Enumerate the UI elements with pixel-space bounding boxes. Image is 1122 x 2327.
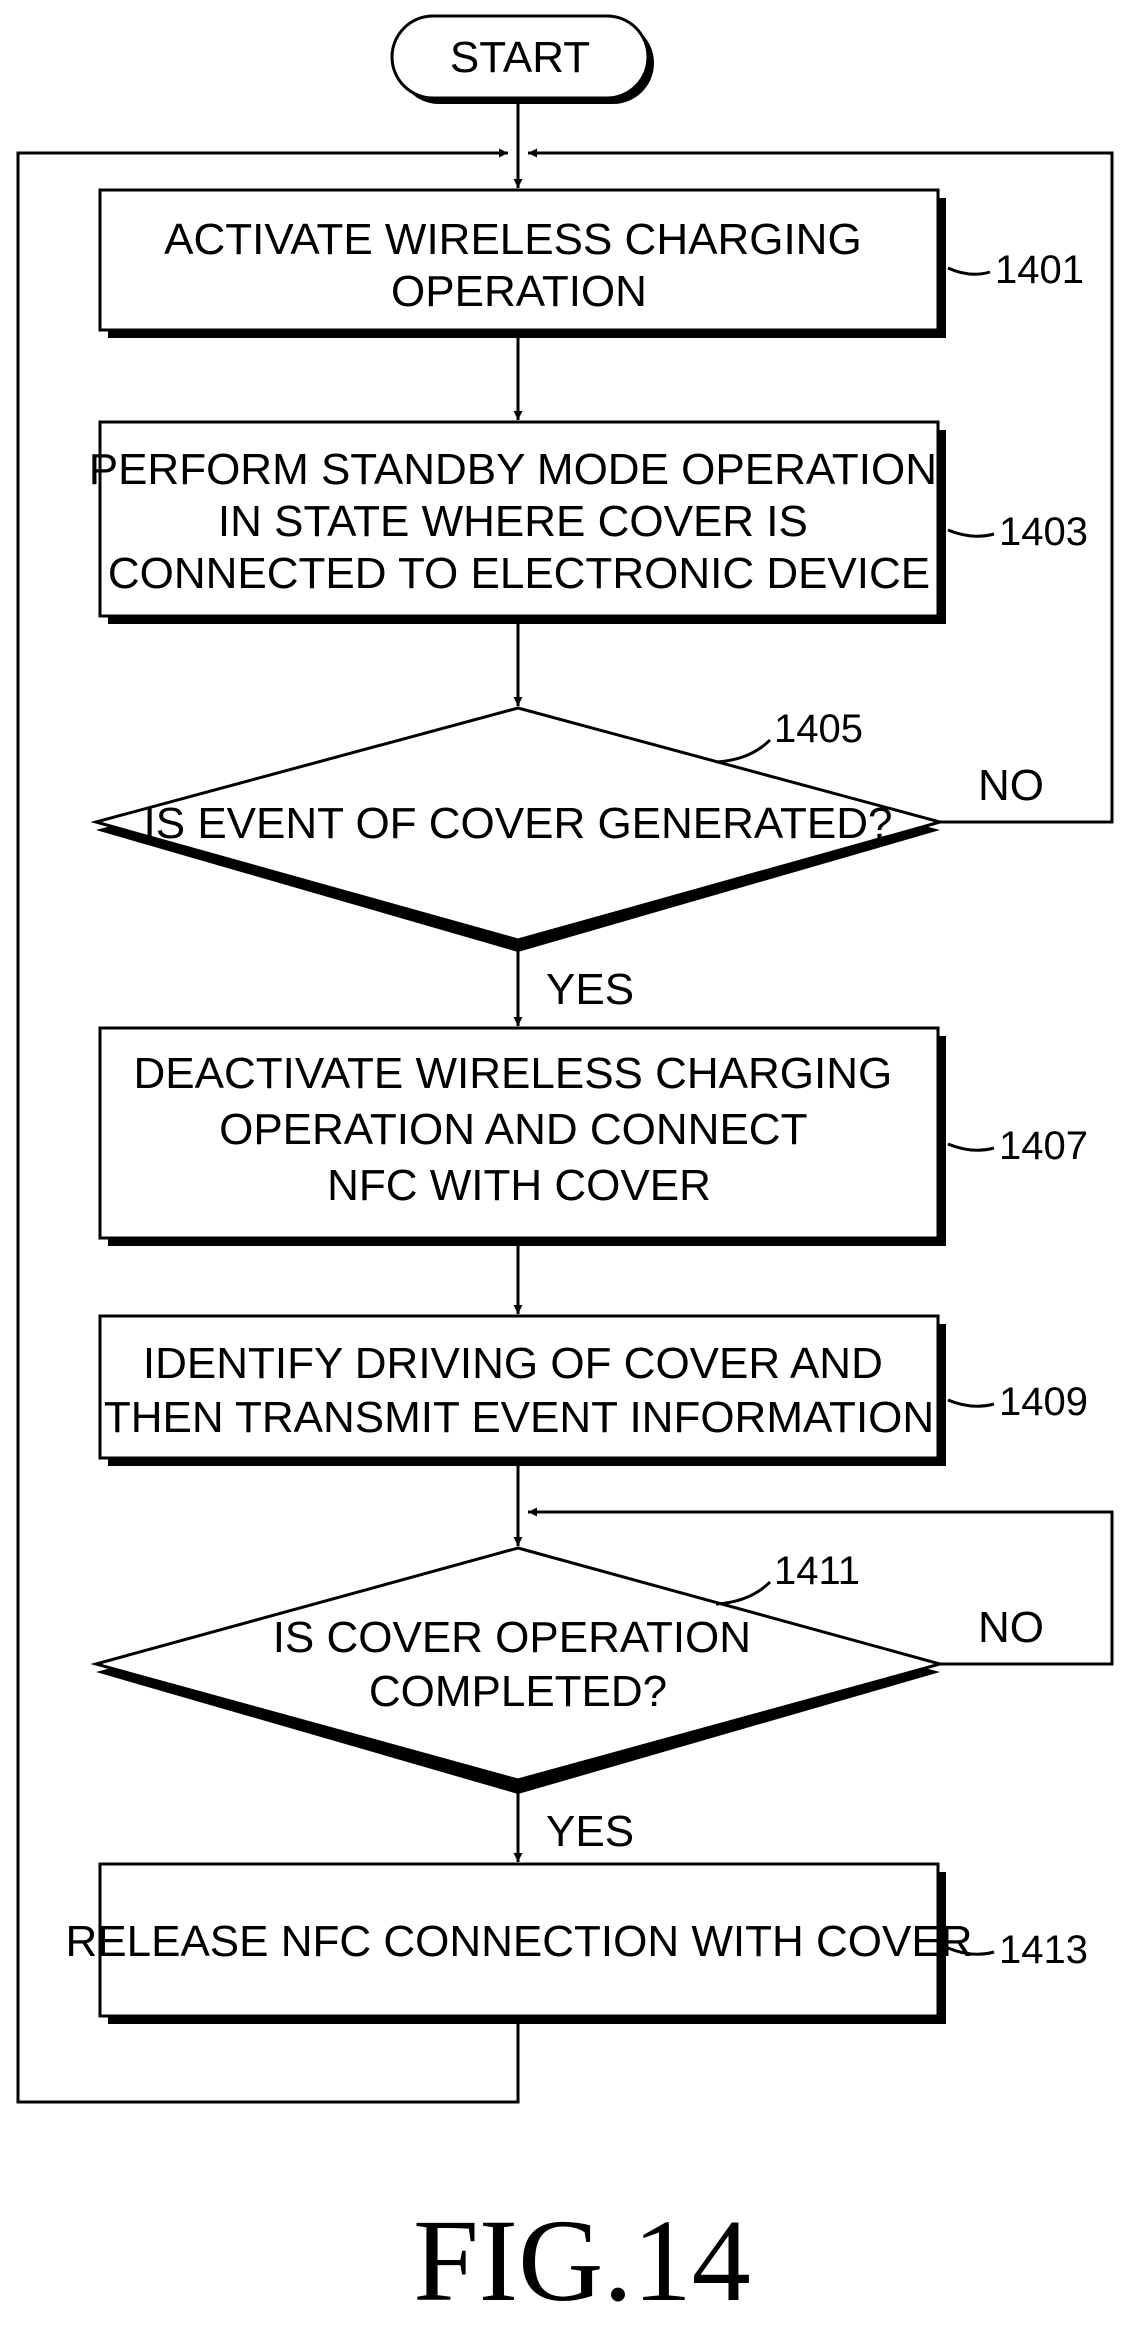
ref-leader-1411 [716,1582,770,1604]
ref-leader-1405 [716,740,770,762]
branch-1411-yes: YES [546,1807,634,1856]
step-1409-box: IDENTIFY DRIVING OF COVER AND THEN TRANS… [100,1316,946,1466]
ref-1403: 1403 [999,510,1088,554]
ref-1407: 1407 [999,1124,1088,1168]
branch-1411-no: NO [978,1603,1044,1652]
ref-leader-1401 [948,268,990,274]
step-1407-box: DEACTIVATE WIRELESS CHARGING OPERATION A… [100,1028,946,1246]
branch-1405-yes: YES [546,965,634,1014]
ref-1401: 1401 [995,248,1084,292]
ref-1409: 1409 [999,1380,1088,1424]
ref-leader-1407 [948,1144,994,1150]
ref-1405: 1405 [774,707,863,751]
step-1413-text: RELEASE NFC CONNECTION WITH COVER [66,1917,973,1966]
step-1401-box: ACTIVATE WIRELESS CHARGING OPERATION [100,190,946,338]
step-1403-box: PERFORM STANDBY MODE OPERATION IN STATE … [89,422,950,624]
figure-label: FIG.14 [413,2195,751,2326]
start-terminal: START [392,16,654,104]
step-1413-box: RELEASE NFC CONNECTION WITH COVER [66,1864,973,2024]
branch-1405-no: NO [978,761,1044,810]
decision-1405-text: IS EVENT OF COVER GENERATED? [144,799,893,848]
ref-1413: 1413 [999,1928,1088,1972]
start-label: START [450,33,590,82]
ref-leader-1403 [948,530,994,536]
ref-leader-1409 [948,1400,994,1406]
ref-1411: 1411 [774,1549,860,1593]
